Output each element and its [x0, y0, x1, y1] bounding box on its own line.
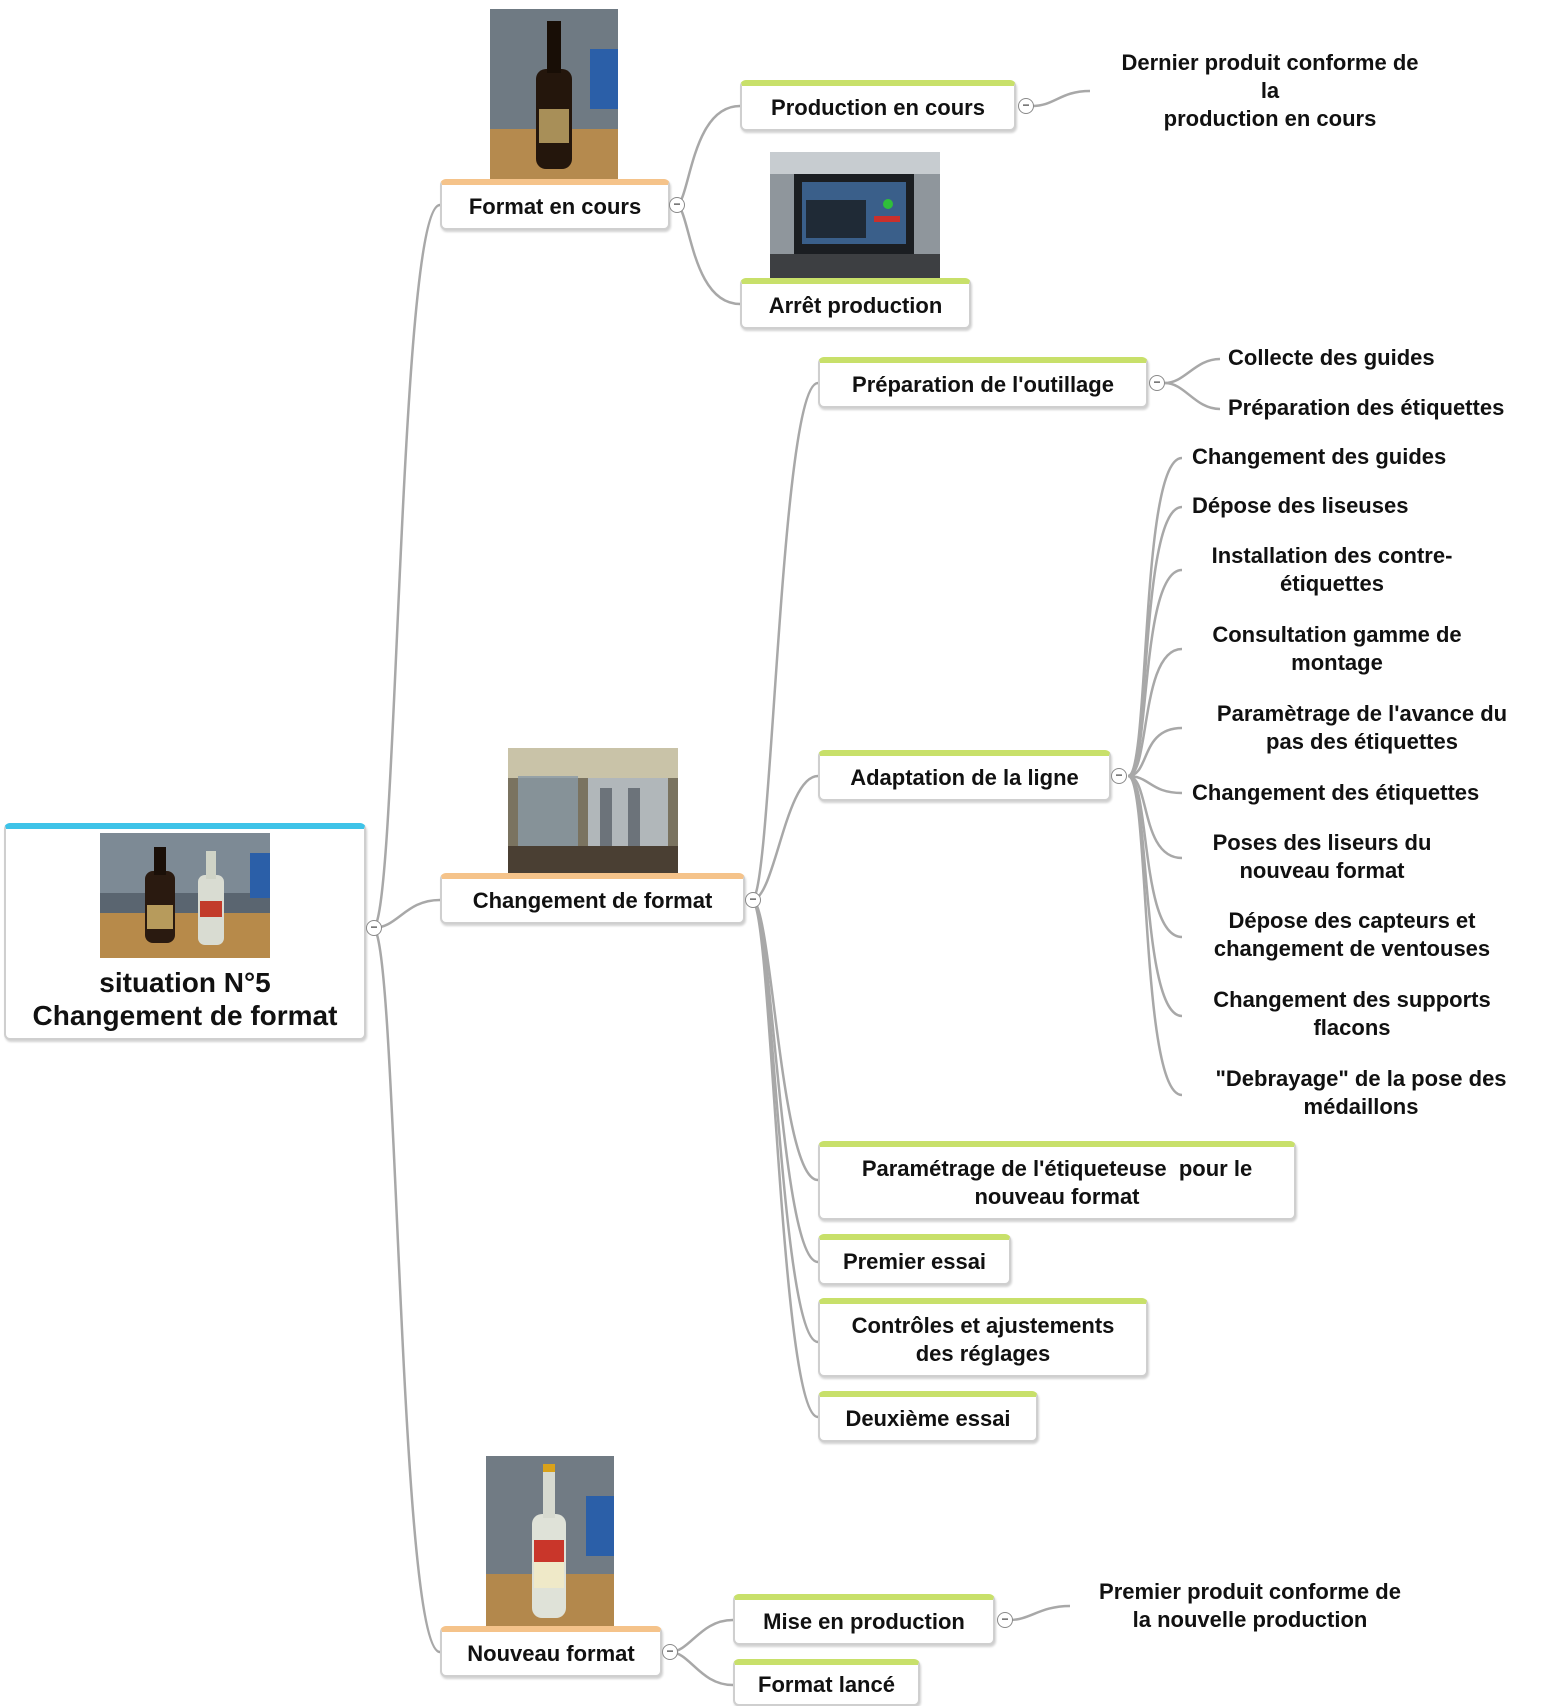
changement-des-guides-leaf[interactable]: Changement des guides	[1192, 443, 1446, 471]
monitor-photo-drawing	[770, 152, 940, 278]
debrayage-line1: "Debrayage" de la pose des	[1215, 1066, 1507, 1091]
poses-liseurs-line1: Poses des liseurs du	[1212, 830, 1432, 855]
adaptation-de-la-ligne-node[interactable]: Adaptation de la ligne	[818, 750, 1111, 801]
format-lance-label: Format lancé	[758, 1671, 895, 1697]
premier-produit-line1: Premier produit conforme de	[1099, 1579, 1401, 1604]
collecte-des-guides-leaf[interactable]: Collecte des guides	[1228, 345, 1435, 370]
production-line-photo	[508, 748, 678, 873]
format-en-cours-label: Format en cours	[468, 193, 642, 219]
depose-capteurs-line1: Dépose des capteurs et	[1228, 908, 1476, 933]
production-en-cours-label: Production en cours	[771, 94, 985, 120]
controles-line1: Contrôles et ajustements	[851, 1312, 1115, 1338]
controles-ajustements-node[interactable]: Contrôles et ajustements des réglages	[818, 1298, 1148, 1377]
premier-essai-node[interactable]: Premier essai	[818, 1234, 1011, 1285]
parametrage-avance-line2: pas des étiquettes	[1266, 729, 1458, 754]
depose-des-liseuses-leaf[interactable]: Dépose des liseuses	[1192, 492, 1408, 520]
format-lance-node[interactable]: Format lancé	[733, 1659, 920, 1706]
mise-en-production-node[interactable]: Mise en production	[733, 1594, 995, 1645]
root-node[interactable]: situation N°5 Changement de format	[4, 823, 366, 1040]
changement-des-supports-flacons-leaf[interactable]: Changement des supports flacons	[1192, 986, 1512, 1042]
adaptation-de-la-ligne-collapse-toggle[interactable]: −	[1111, 768, 1127, 784]
installation-line1: Installation des contre-	[1211, 543, 1453, 568]
production-line-photo-drawing	[508, 748, 678, 873]
adaptation-de-la-ligne-label: Adaptation de la ligne	[850, 764, 1079, 790]
changement-de-format-node[interactable]: Changement de format	[440, 873, 745, 924]
dernier-produit-line1: Dernier produit conforme de	[1121, 50, 1419, 75]
depose-des-capteurs-leaf[interactable]: Dépose des capteurs et changement de ven…	[1192, 907, 1512, 963]
clear-bottle-photo	[486, 1456, 614, 1626]
consultation-gamme-montage-leaf[interactable]: Consultation gamme de montage	[1192, 621, 1482, 677]
poses-liseurs-line2: nouveau format	[1239, 858, 1405, 883]
premier-produit-conforme-leaf[interactable]: Premier produit conforme de la nouvelle …	[1070, 1578, 1430, 1634]
dernier-produit-line3: production en cours	[1163, 106, 1377, 131]
mise-en-production-collapse-toggle[interactable]: −	[997, 1612, 1013, 1628]
production-en-cours-node[interactable]: Production en cours	[740, 80, 1016, 131]
mise-en-production-label: Mise en production	[763, 1608, 965, 1634]
parametrage-etiqueteuse-line2: nouveau format	[974, 1183, 1140, 1209]
supports-flacons-line2: flacons	[1313, 1015, 1391, 1040]
dernier-produit-line2: la	[1260, 78, 1280, 103]
bottles-photo	[100, 833, 270, 958]
root-title-line1: situation N°5	[99, 967, 271, 998]
depose-capteurs-line2: changement de ventouses	[1213, 936, 1491, 961]
premier-produit-line2: la nouvelle production	[1132, 1607, 1368, 1632]
nouveau-format-label: Nouveau format	[467, 1640, 635, 1666]
parametrage-etiqueteuse-line1: Paramétrage de l'étiqueteuse pour le	[861, 1155, 1253, 1181]
parametrage-etiqueteuse-node[interactable]: Paramétrage de l'étiqueteuse pour le nou…	[818, 1141, 1296, 1220]
bottles-photo-drawing	[100, 833, 270, 958]
root-collapse-toggle[interactable]: −	[366, 920, 382, 936]
arret-production-label: Arrêt production	[768, 292, 943, 318]
premier-essai-label: Premier essai	[842, 1248, 987, 1274]
supports-flacons-line1: Changement des supports	[1213, 987, 1491, 1012]
parametrage-avance-line1: Paramètrage de l'avance du	[1216, 701, 1508, 726]
deuxieme-essai-label: Deuxième essai	[845, 1405, 1011, 1431]
changement-etiquettes-line1: Changement des étiquettes	[1192, 780, 1480, 805]
preparation-outillage-label: Préparation de l'outillage	[852, 371, 1114, 397]
poses-des-liseurs-leaf[interactable]: Poses des liseurs du nouveau format	[1192, 829, 1452, 885]
preparation-outillage-node[interactable]: Préparation de l'outillage	[818, 357, 1148, 408]
production-en-cours-collapse-toggle[interactable]: −	[1018, 98, 1034, 114]
installation-contre-etiquettes-leaf[interactable]: Installation des contre- étiquettes	[1192, 542, 1472, 598]
nouveau-format-collapse-toggle[interactable]: −	[662, 1644, 678, 1660]
preparation-des-etiquettes-leaf[interactable]: Préparation des étiquettes	[1228, 395, 1505, 420]
depose-des-liseuses-line1: Dépose des liseuses	[1192, 493, 1409, 518]
monitor-photo	[770, 152, 940, 278]
changement-des-etiquettes-leaf[interactable]: Changement des étiquettes	[1192, 779, 1479, 807]
preparation-outillage-collapse-toggle[interactable]: −	[1149, 375, 1165, 391]
deuxieme-essai-node[interactable]: Deuxième essai	[818, 1391, 1038, 1442]
arret-production-node[interactable]: Arrêt production	[740, 278, 971, 329]
root-title: situation N°5 Changement de format	[6, 966, 364, 1032]
installation-line2: étiquettes	[1280, 571, 1384, 596]
changement-de-format-collapse-toggle[interactable]: −	[745, 892, 761, 908]
consultation-line1: Consultation gamme de	[1212, 622, 1462, 647]
dark-bottle-photo	[490, 9, 618, 179]
dark-bottle-photo-drawing	[490, 9, 618, 179]
clear-bottle-photo-drawing	[486, 1456, 614, 1626]
debrayage-line2: médaillons	[1303, 1094, 1419, 1119]
root-title-line2: Changement de format	[32, 1000, 338, 1031]
format-en-cours-collapse-toggle[interactable]: −	[669, 197, 685, 213]
format-en-cours-node[interactable]: Format en cours	[440, 179, 670, 230]
consultation-line2: montage	[1291, 650, 1383, 675]
controles-line2: des réglages	[915, 1340, 1051, 1366]
parametrage-avance-pas-leaf[interactable]: Paramètrage de l'avance du pas des étiqu…	[1192, 700, 1532, 756]
dernier-produit-conforme-leaf[interactable]: Dernier produit conforme de la productio…	[1090, 49, 1450, 133]
debrayage-medaillons-leaf[interactable]: "Debrayage" de la pose des médaillons	[1192, 1065, 1530, 1121]
changement-de-format-label: Changement de format	[472, 887, 713, 913]
nouveau-format-node[interactable]: Nouveau format	[440, 1626, 662, 1677]
changement-des-guides-line1: Changement des guides	[1192, 444, 1447, 469]
